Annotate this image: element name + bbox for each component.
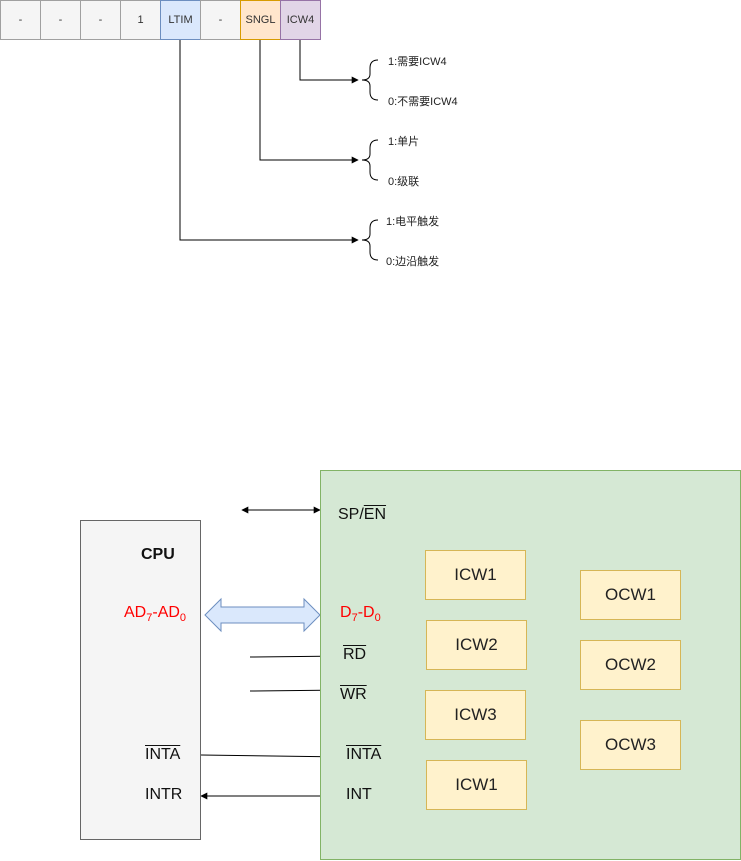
icw3-box: ICW3: [425, 690, 526, 740]
ltim-connector: [179, 40, 359, 244]
sngl-cell: SNGL: [240, 0, 281, 40]
rd-label: RD: [343, 646, 367, 663]
icw4-option-0: 0:不需要ICW4: [388, 96, 458, 108]
ocw2-box: OCW2: [580, 640, 681, 690]
cpu-title: CPU: [141, 546, 175, 563]
bit-6-cell: -: [40, 0, 81, 40]
bit-5-cell: -: [80, 0, 121, 40]
cpu-ad-label: AD7-AD0: [124, 604, 187, 625]
icw4-brace: [361, 59, 379, 101]
ltim-brace: [361, 219, 379, 261]
sp-en-label: SP/EN: [338, 506, 387, 523]
icw1-box: ICW1: [425, 550, 526, 600]
sngl-option-1: 1:单片: [388, 136, 420, 148]
ocw1-box: OCW1: [580, 570, 681, 620]
sngl-option-0: 0:级联: [388, 176, 420, 188]
int-label: INT: [346, 786, 372, 803]
ltim-option-0: 0:边沿触发: [386, 256, 440, 268]
bit-7-cell: -: [0, 0, 41, 40]
ltim-cell: LTIM: [160, 0, 201, 40]
bit-4-cell: 1: [120, 0, 161, 40]
chip-inta-label: INTA: [346, 746, 382, 763]
cpu-inta-label: INTA: [145, 746, 181, 763]
icw4-connector: [299, 40, 359, 84]
bit-2-cell: -: [200, 0, 241, 40]
sngl-brace: [361, 139, 379, 181]
cpu-block: [80, 520, 201, 840]
data-bus-arrow: [204, 597, 321, 633]
icw4-cell: ICW4: [280, 0, 321, 40]
ocw3-box: OCW3: [580, 720, 681, 770]
icw1-box-2: ICW1: [426, 760, 527, 810]
icw4-option-1: 1:需要ICW4: [388, 56, 447, 68]
chip-d-label: D7-D0: [340, 604, 381, 625]
sngl-connector: [259, 40, 359, 164]
ltim-option-1: 1:电平触发: [386, 216, 440, 228]
icw2-box: ICW2: [426, 620, 527, 670]
wr-label: WR: [340, 686, 367, 703]
cpu-intr-label: INTR: [145, 786, 183, 803]
